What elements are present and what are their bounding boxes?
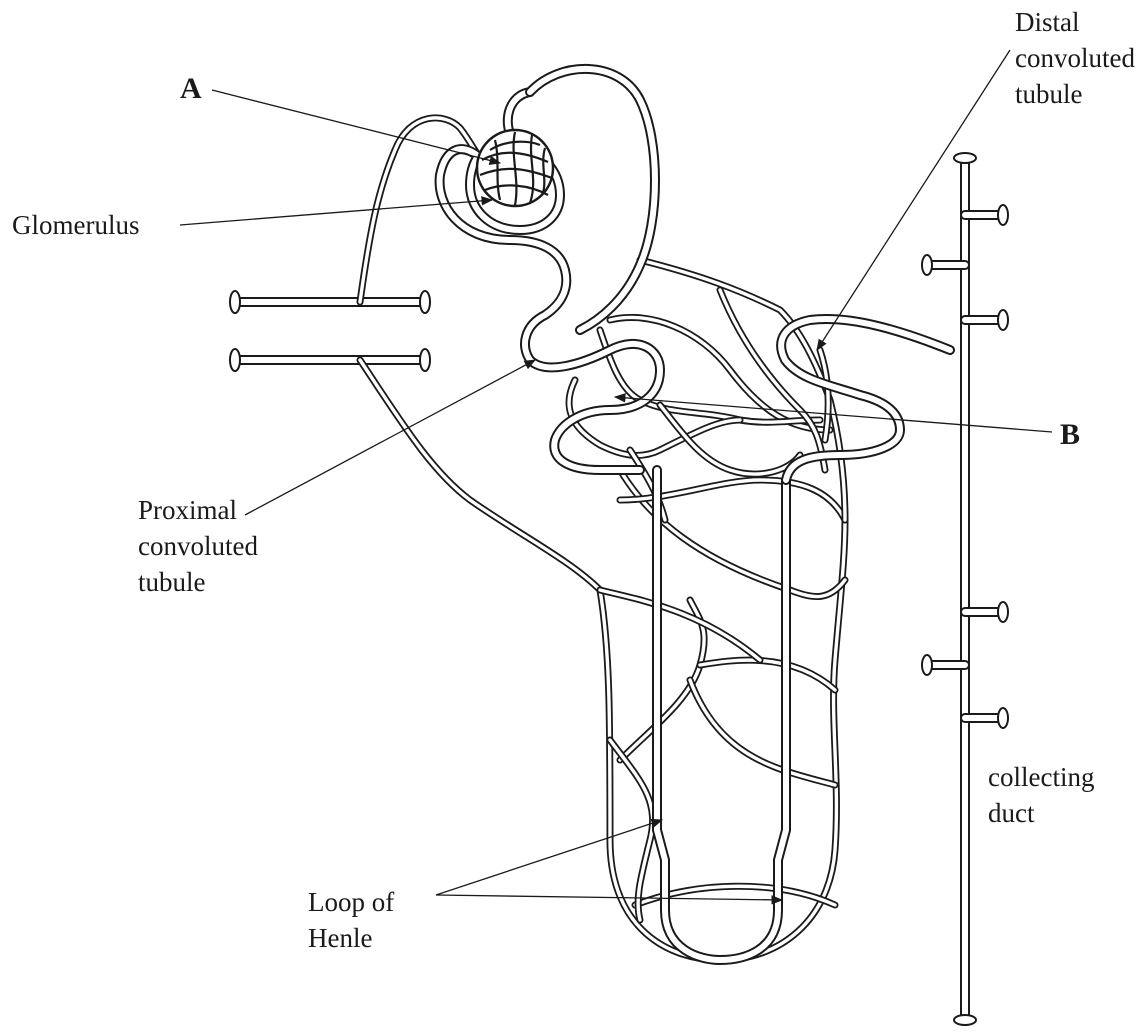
label-loop-2: Henle xyxy=(308,923,372,953)
label-A: A xyxy=(180,72,202,105)
label-proximal-2: convoluted xyxy=(138,531,258,561)
label-collecting-2: duct xyxy=(988,798,1035,828)
glomerulus xyxy=(477,130,553,206)
pointer-loop-1 xyxy=(436,820,662,895)
label-glomerulus: Glomerulus xyxy=(12,210,140,240)
label-distal-1: Distal xyxy=(1015,7,1080,37)
label-distal-3: tubule xyxy=(1015,79,1083,109)
label-collecting-1: collecting xyxy=(988,762,1094,792)
pointer-proximal xyxy=(245,360,535,515)
label-proximal-1: Proximal xyxy=(138,495,237,525)
label-loop-1: Loop of xyxy=(308,887,394,917)
label-B: B xyxy=(1060,418,1080,451)
pointer-distal xyxy=(817,50,1010,350)
nephron-tubule xyxy=(440,69,1008,1025)
pointer-loop-2 xyxy=(436,895,782,900)
label-distal-2: convoluted xyxy=(1015,43,1135,73)
label-proximal-3: tubule xyxy=(138,567,206,597)
